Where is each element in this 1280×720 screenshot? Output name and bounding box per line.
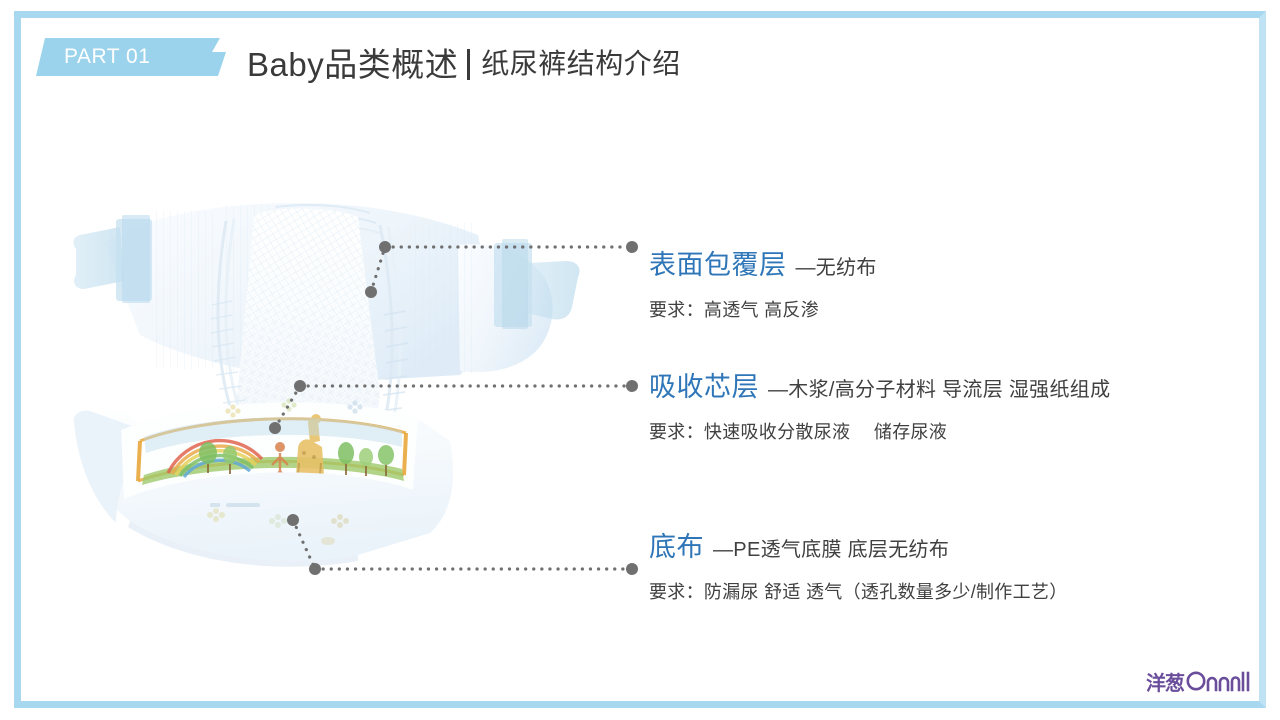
callout-1-heading: 表面包覆层 —无纺布 [649, 243, 877, 282]
brand-logo: 洋葱 [1146, 666, 1256, 696]
callout-1-term: 表面包覆层 [649, 250, 787, 280]
title-divider-bar [467, 48, 471, 80]
callout-2-requirement: 要求：快速吸收分散尿液 储存尿液 [649, 422, 948, 442]
diaper-illustration [73, 203, 580, 567]
callout-absorbent-core: 吸收芯层 —木浆/高分子材料 导流层 湿强纸组成 要求：快速吸收分散尿液 储存尿… [649, 365, 1110, 444]
callout-1-requirement: 要求：高透气 高反渗 [649, 300, 819, 320]
callout-2-term: 吸收芯层 [649, 372, 759, 402]
page-title: Baby品类概述 纸尿裤结构介绍 [247, 32, 681, 92]
part-badge-tail-shape [186, 38, 226, 76]
part-badge-label: PART 01 [64, 45, 151, 68]
callout-2-description: —木浆/高分子材料 导流层 湿强纸组成 [768, 379, 1111, 401]
callout-3-requirement: 要求：防漏尿 舒适 透气（透孔数量多少/制作工艺） [649, 582, 1068, 602]
callout-surface-layer: 表面包覆层 —无纺布 要求：高透气 高反渗 [649, 243, 877, 322]
slide-header: PART 01 Baby品类概述 纸尿裤结构介绍 [0, 32, 1280, 92]
page-title-sub: 纸尿裤结构介绍 [481, 48, 681, 79]
callout-2-heading: 吸收芯层 —木浆/高分子材料 导流层 湿强纸组成 [649, 365, 1110, 404]
part-badge-shape [36, 38, 186, 76]
callout-3-term: 底布 [649, 532, 704, 562]
page-title-main: Baby品类概述 [247, 46, 459, 83]
callout-3-heading: 底布 —PE透气底膜 底层无纺布 [649, 525, 1068, 564]
diaper-product-image [58, 185, 618, 605]
callout-3-description: —PE透气底膜 底层无纺布 [713, 539, 950, 561]
part-badge: PART 01 [36, 38, 226, 76]
brand-logo-cn-text: 洋葱 [1146, 670, 1185, 695]
callout-1-description: —无纺布 [795, 257, 877, 279]
brand-logo-omall-mark [1186, 671, 1250, 692]
callout-backsheet: 底布 —PE透气底膜 底层无纺布 要求：防漏尿 舒适 透气（透孔数量多少/制作工… [649, 525, 1068, 604]
